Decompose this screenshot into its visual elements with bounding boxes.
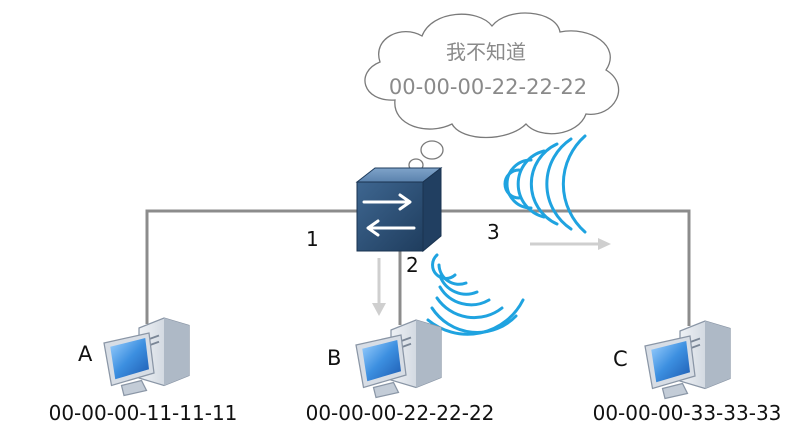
- port-2-label: 2: [406, 253, 419, 277]
- computer-b-icon: [355, 319, 442, 399]
- port-1-label: 1: [306, 227, 319, 251]
- host-a-letter: A: [78, 342, 93, 366]
- computer-a-icon: [103, 317, 190, 397]
- signal-waves-bottom: [426, 253, 525, 336]
- signal-waves-right: [503, 134, 587, 234]
- network-wires: [145, 209, 691, 326]
- cloud-line2: 00-00-00-22-22-22: [389, 75, 587, 99]
- cloud-line1: 我不知道: [446, 40, 526, 64]
- host-a-mac: 00-00-00-11-11-11: [49, 401, 238, 425]
- computer-c-icon: [644, 320, 731, 400]
- host-b-letter: B: [327, 346, 341, 370]
- flood-arrow-down: [372, 258, 386, 316]
- network-switch-icon: [355, 166, 443, 253]
- port-3-label: 3: [487, 220, 500, 244]
- flood-arrow-right: [530, 238, 611, 250]
- host-b-mac: 00-00-00-22-22-22: [306, 401, 495, 425]
- wire-port-1: [145, 209, 367, 324]
- host-c-mac: 00-00-00-33-33-33: [593, 401, 782, 425]
- wire-port-3: [434, 209, 691, 326]
- host-c-letter: C: [613, 347, 628, 371]
